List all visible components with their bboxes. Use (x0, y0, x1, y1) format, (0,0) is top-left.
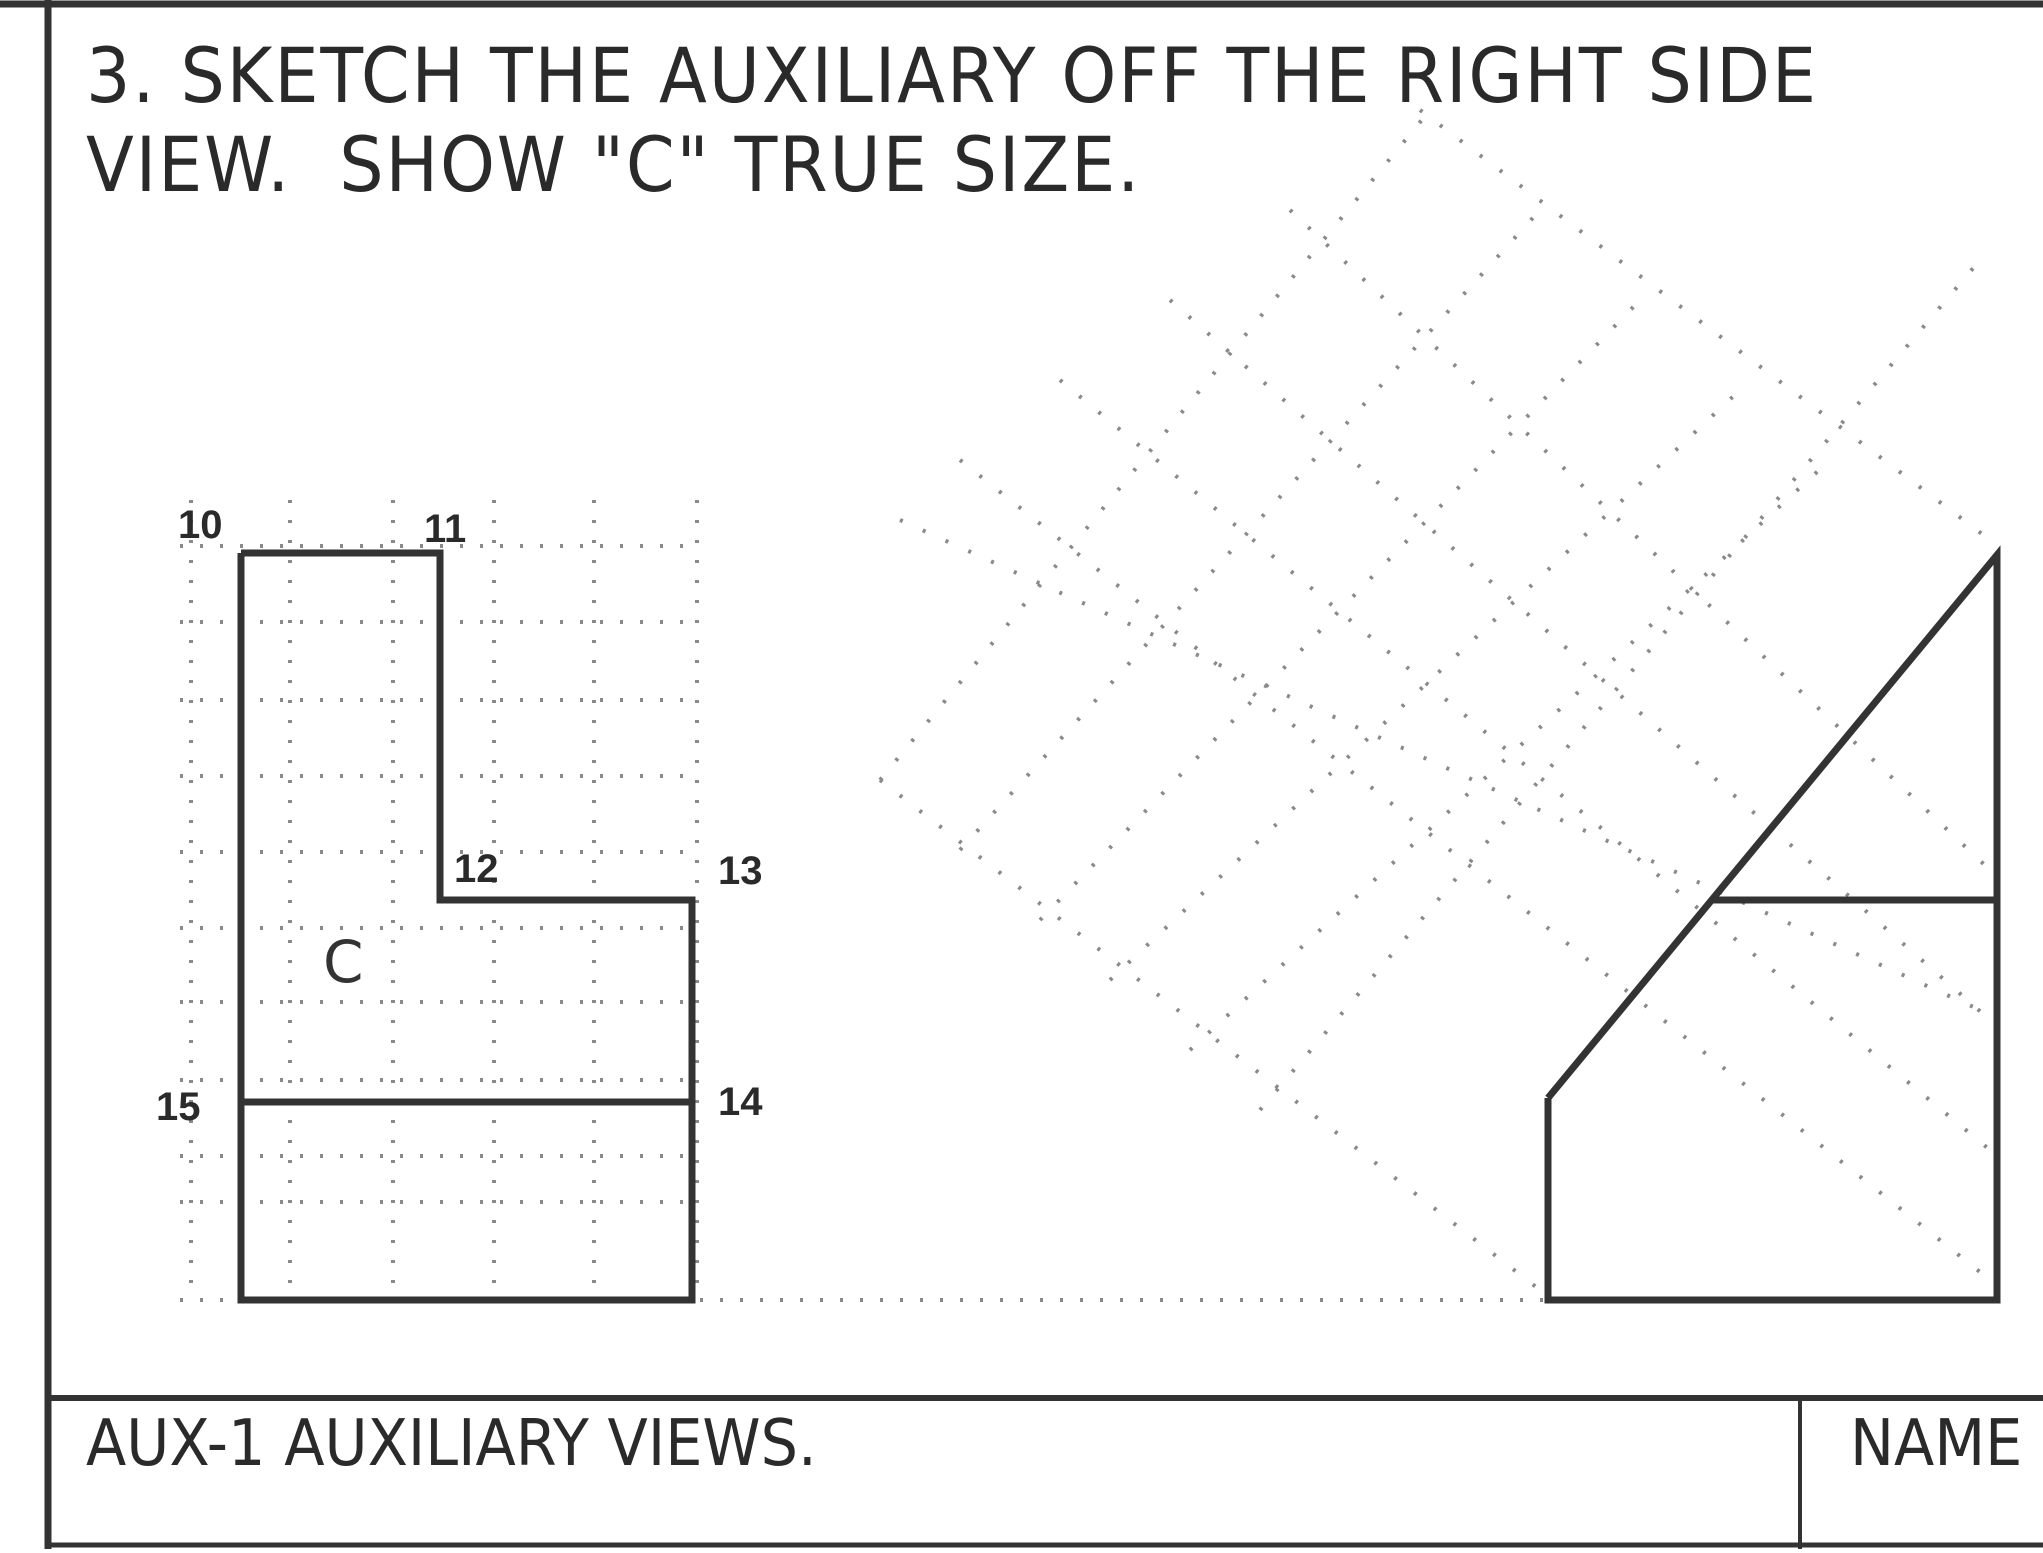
instruction-line-1: 3. SKETCH THE AUXILIARY OFF THE RIGHT SI… (86, 31, 1818, 120)
instruction-line-2: VIEW. SHOW "C" TRUE SIZE. (86, 120, 1142, 209)
auxiliary-projection-grid (878, 108, 1992, 1292)
right-side-view-outline (1544, 545, 2001, 1304)
point-label-13: 13 (718, 849, 763, 893)
front-view-outline (237, 549, 696, 1304)
point-labels: 10 11 12 13 14 15 C (156, 503, 763, 1129)
face-label-c: C (323, 928, 364, 996)
point-label-12: 12 (454, 847, 499, 891)
title-block-title: AUX-1 AUXILIARY VIEWS. (86, 1407, 817, 1481)
front-view-grid (180, 500, 1545, 1302)
title-block-name-label: NAME (1850, 1407, 2023, 1481)
point-label-11: 11 (424, 507, 466, 551)
point-label-10: 10 (178, 503, 223, 547)
point-label-15: 15 (156, 1085, 201, 1129)
point-label-14: 14 (718, 1080, 763, 1124)
